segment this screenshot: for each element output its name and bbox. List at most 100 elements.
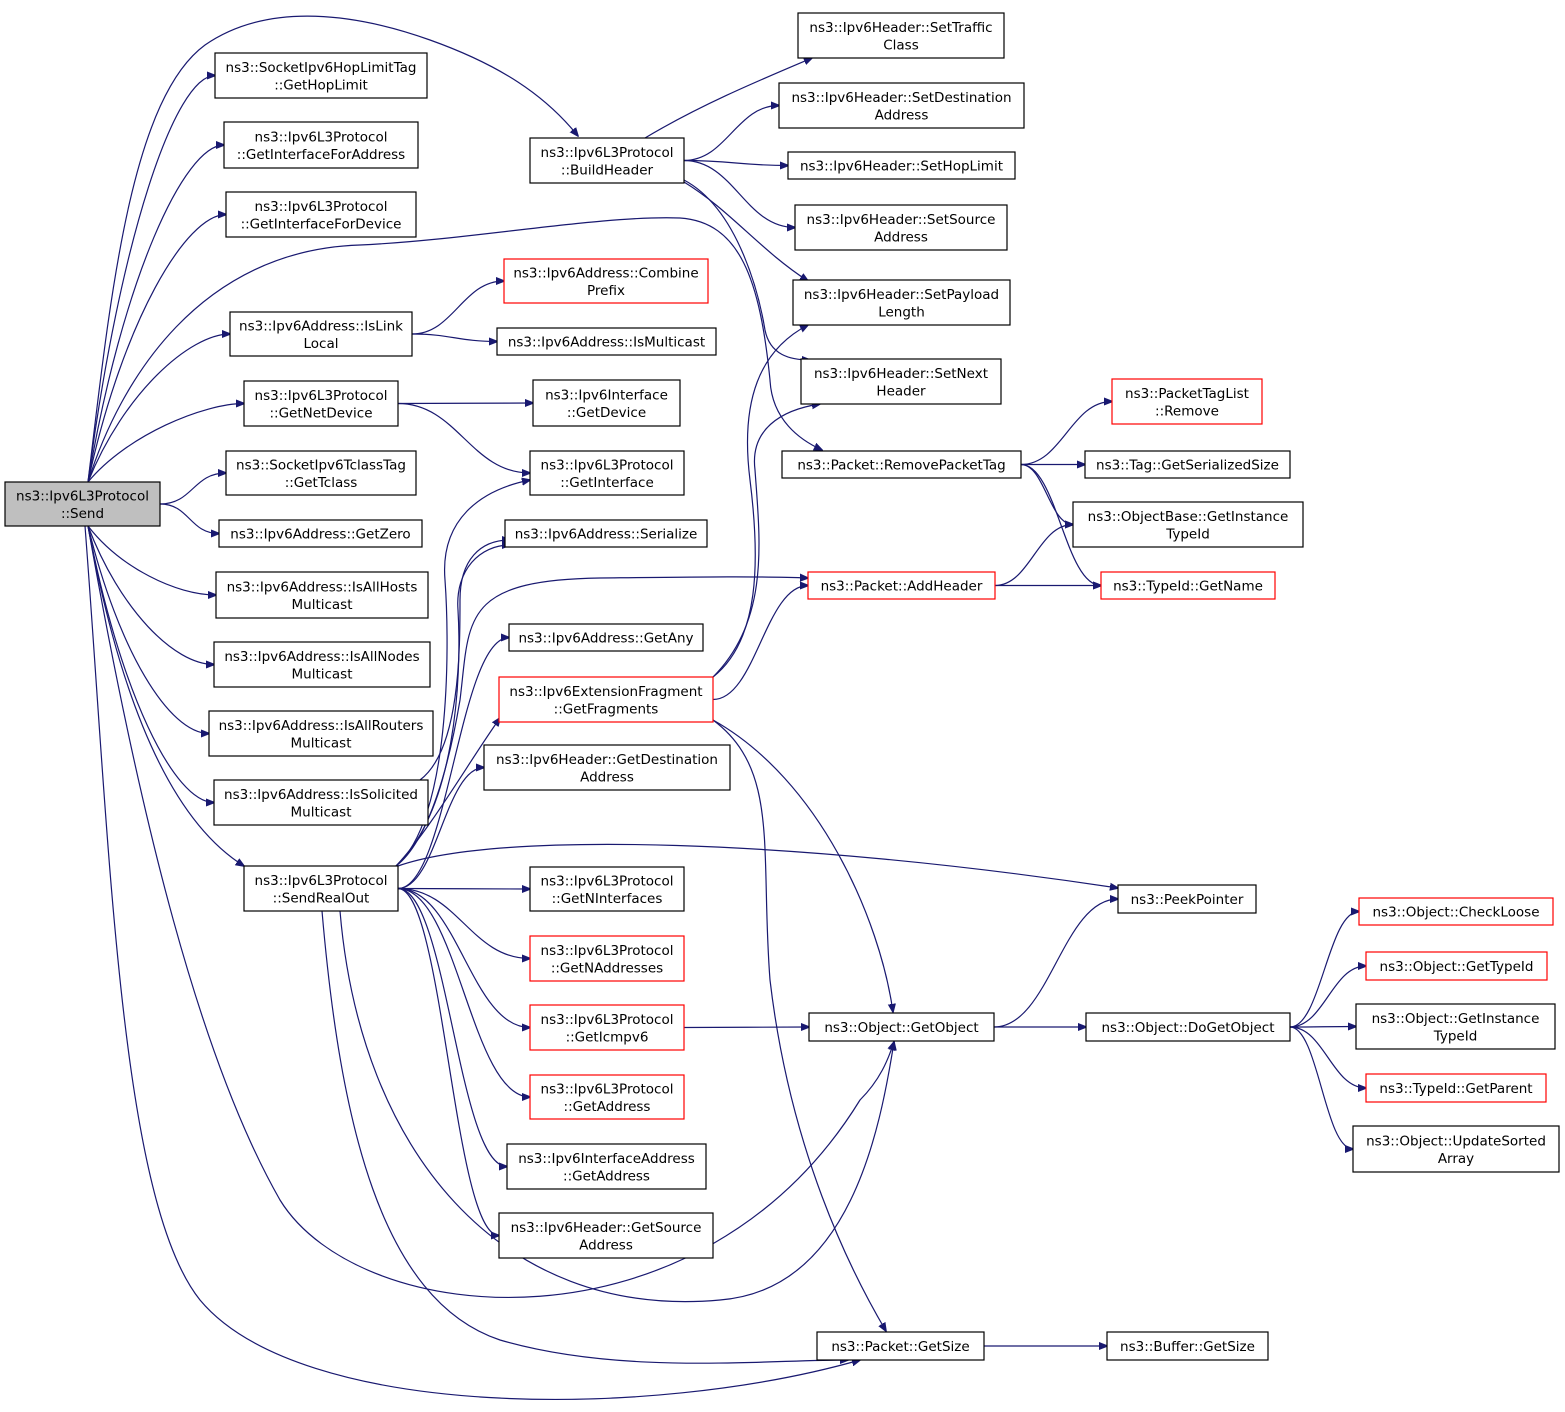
node-box (213, 779, 429, 826)
node-peekPointer[interactable]: ns3::PeekPointer (1117, 884, 1257, 914)
edge-line (87, 404, 244, 483)
edge-send-to-getIfaceForAddr (87, 145, 224, 483)
node-typeIdGetName[interactable]: ns3::TypeId::GetName (1100, 571, 1276, 600)
node-label-line: ns3::Object::DoGetObject (1101, 1020, 1274, 1036)
node-typeIdGetParent[interactable]: ns3::TypeId::GetParent (1365, 1073, 1547, 1103)
node-getFragments[interactable]: ns3::Ipv6ExtensionFragment::GetFragments (498, 676, 714, 723)
node-getIfaceForAddr[interactable]: ns3::Ipv6L3Protocol::GetInterfaceForAddr… (223, 121, 419, 169)
node-box (1085, 1012, 1291, 1042)
edge-line (397, 887, 507, 1167)
edge-line (321, 910, 848, 1363)
node-getTclass[interactable]: ns3::SocketIpv6TclassTag::GetTclass (225, 450, 417, 496)
node-objGetTypeId[interactable]: ns3::Object::GetTypeId (1365, 951, 1548, 981)
node-box (529, 137, 685, 184)
node-getZero[interactable]: ns3::Ipv6Address::GetZero (218, 519, 423, 548)
node-getHopLimit[interactable]: ns3::SocketIpv6HopLimitTag::GetHopLimit (214, 52, 428, 99)
node-box (508, 623, 704, 652)
node-label-line: ns3::Ipv6Address::GetZero (230, 527, 410, 543)
node-label-line: ns3::Object::UpdateSorted (1366, 1133, 1546, 1149)
node-removePacketTag[interactable]: ns3::Packet::RemovePacketTag (781, 450, 1022, 479)
node-buildHeader[interactable]: ns3::Ipv6L3Protocol::BuildHeader (529, 137, 685, 184)
node-checkLoose[interactable]: ns3::Object::CheckLoose (1358, 897, 1554, 926)
node-send[interactable]: ns3::Ipv6L3Protocol::Send (4, 481, 161, 527)
node-getIfaceForDev[interactable]: ns3::Ipv6L3Protocol::GetInterfaceForDevi… (225, 191, 417, 238)
node-tagListRemove[interactable]: ns3::PacketTagList::Remove (1111, 378, 1263, 425)
node-label-line: ns3::Ipv6Address::IsAllHosts (227, 579, 418, 595)
edge-line (1289, 966, 1366, 1028)
edge-line (683, 159, 788, 166)
edge-getFragments-to-packetGetSize (712, 719, 886, 1331)
node-setHopLimit[interactable]: ns3::Ipv6Header::SetHopLimit (787, 151, 1016, 180)
edge-sendRealOut-to-getObject (339, 910, 894, 1303)
node-bufferGetSize[interactable]: ns3::Buffer::GetSize (1106, 1331, 1269, 1361)
node-label-line: ns3::Ipv6Header::SetNext (814, 366, 988, 382)
node-getNetDevice[interactable]: ns3::Ipv6L3Protocol::GetNetDevice (243, 380, 399, 427)
edge-line (712, 586, 808, 701)
node-label-line: ns3::Ipv6Address::IsMulticast (508, 335, 705, 351)
edge-sendRealOut-to-peekPointer (397, 843, 1118, 888)
node-getNInterfaces[interactable]: ns3::Ipv6L3Protocol::GetNInterfaces (529, 866, 685, 912)
node-getInterface[interactable]: ns3::Ipv6L3Protocol::GetInterface (529, 450, 685, 496)
node-ifaceAddrGetAddress[interactable]: ns3::Ipv6InterfaceAddress::GetAddress (506, 1143, 707, 1190)
node-box (213, 641, 431, 688)
edge-send-to-isAllNodes (87, 525, 214, 665)
node-serialize[interactable]: ns3::Ipv6Address::Serialize (504, 519, 708, 548)
edge-send-to-getNetDevice (87, 404, 244, 483)
node-box (218, 519, 423, 548)
node-box (223, 121, 419, 169)
node-doGetObject[interactable]: ns3::Object::DoGetObject (1085, 1012, 1291, 1042)
node-isMulticast[interactable]: ns3::Ipv6Address::IsMulticast (496, 327, 717, 356)
edge-sendRealOut-to-getNInterfaces (397, 889, 530, 890)
edge-getFragments-to-addHeader (712, 586, 808, 701)
node-packetGetSize[interactable]: ns3::Packet::GetSize (816, 1331, 985, 1361)
node-getNAddresses[interactable]: ns3::Ipv6L3Protocol::GetNAddresses (529, 935, 685, 982)
node-box (529, 935, 685, 982)
node-box (797, 12, 1005, 59)
node-sendRealOut[interactable]: ns3::Ipv6L3Protocol::SendRealOut (243, 865, 399, 912)
node-l3GetAddress[interactable]: ns3::Ipv6L3Protocol::GetAddress (529, 1074, 685, 1120)
node-getAny[interactable]: ns3::Ipv6Address::GetAny (508, 623, 704, 652)
edge-isLinkLocal-to-combinePrefix (411, 281, 504, 335)
node-label-line: ::GetInterfaceForAddress (237, 147, 405, 163)
node-label-line: Multicast (290, 804, 351, 820)
edge-getNetDevice-to-ifaceGetDevice (397, 403, 533, 404)
node-label-line: ns3::Ipv6L3Protocol (255, 129, 388, 145)
node-label-line: ::Send (61, 506, 104, 522)
node-getIcmpv6[interactable]: ns3::Ipv6L3Protocol::GetIcmpv6 (529, 1004, 685, 1051)
edge-sendRealOut-to-getNAddresses (397, 887, 530, 959)
edge-line (397, 887, 530, 1028)
node-ifaceGetDevice[interactable]: ns3::Ipv6Interface::GetDevice (532, 379, 681, 427)
node-label-line: ::GetNAddresses (551, 960, 663, 976)
node-label-line: ns3::Ipv6Address::Combine (513, 265, 698, 281)
node-box (1117, 884, 1257, 914)
edge-sendRealOut-to-addHeader (395, 577, 808, 867)
edge-line (87, 525, 209, 734)
node-label-line: ns3::Ipv6Interface (545, 387, 668, 403)
edge-line (1020, 463, 1073, 525)
node-box (529, 866, 685, 912)
node-tagGetSerializedSize[interactable]: ns3::Tag::GetSerializedSize (1084, 450, 1291, 479)
node-label-line: ns3::ObjectBase::GetInstance (1088, 509, 1289, 525)
node-label-line: ns3::PeekPointer (1131, 892, 1244, 908)
node-addHeader[interactable]: ns3::Packet::AddHeader (807, 571, 996, 600)
node-box (4, 481, 161, 527)
edge-removePacketTag-to-typeIdGetName (1020, 463, 1101, 586)
node-getObject[interactable]: ns3::Object::GetObject (808, 1012, 995, 1042)
node-label-line: ::BuildHeader (561, 162, 654, 178)
